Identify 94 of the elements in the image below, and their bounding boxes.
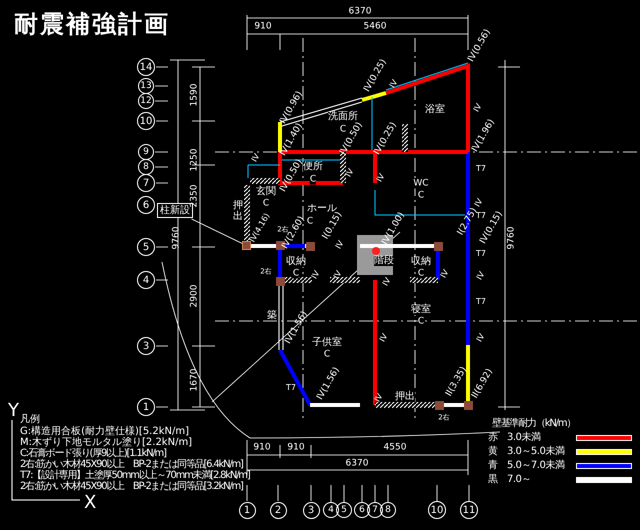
callout-box: 柱新設	[157, 203, 193, 218]
wall-strength-label: Y	[8, 402, 19, 420]
room-label: C	[418, 318, 424, 326]
room-label: 便所	[303, 162, 323, 172]
grid-bubble: 6	[354, 502, 370, 518]
grid-bubble: 2	[270, 502, 286, 518]
wall-strength-label: IV	[374, 392, 384, 404]
room-label: C	[324, 350, 330, 360]
room-label: 洗面所	[328, 112, 358, 122]
room-label: C	[306, 218, 314, 226]
room-label: 収納	[411, 257, 431, 267]
legend-text: 黄 3.0～5.0未満	[488, 447, 564, 457]
room-label: 浴室	[425, 105, 445, 115]
wall-strength-label: 凡例	[20, 415, 40, 425]
wall-strength-label: IV	[250, 152, 262, 164]
room-label: 押出	[395, 392, 415, 402]
grid-bubble: 11	[460, 501, 478, 519]
room-label: C	[310, 176, 316, 184]
grid-bubble: 14	[137, 58, 155, 76]
dimension-label: 5460	[364, 22, 386, 32]
wall-strength-label: IV	[474, 198, 484, 208]
dimension-label: 1670	[190, 368, 200, 392]
dimension-label: 6370	[346, 460, 368, 468]
dimension-label: 6370	[348, 8, 372, 16]
grid-bubble: 8	[138, 159, 154, 175]
wall-strength-label: IV	[332, 270, 344, 280]
wall-strength-label: IV	[344, 168, 356, 178]
dimension-label: 2900	[190, 284, 200, 308]
legend-text: T7:【設計専用】土塗厚50mm以上～70mm未満[2.8kN/m]	[20, 471, 250, 481]
wall-strength-label: IV	[476, 270, 486, 282]
room-label: ホール	[307, 204, 337, 214]
grid-bubble: 8	[380, 502, 396, 518]
wall-strength-label: IV	[376, 172, 386, 184]
dimension-label: 9760	[172, 226, 182, 250]
legend-text: 青 5.0～7.0未満	[488, 461, 564, 471]
wall-strength-label: T7	[286, 384, 296, 392]
legend-title: M:木ずり下地モルタル塗り[2.2kN/m]	[20, 438, 192, 448]
grid-bubble: 4	[137, 271, 155, 289]
wall-strength-label: T7	[476, 250, 486, 258]
room-label: 収納	[286, 257, 306, 267]
grid-bubble: 9	[138, 144, 154, 160]
grid-bubble: 5	[137, 238, 155, 256]
wall-strength-label: IV	[334, 240, 346, 250]
dimension-label: 910	[253, 444, 271, 452]
wall-strength-label: IV	[310, 270, 322, 280]
legend-text: 2右:筋かい木材45X90以上 BP-2または同等品[3.2kN/m]	[20, 482, 243, 492]
dimension-label: 1590	[190, 84, 200, 106]
legend-text: 黒 7.0～	[488, 475, 531, 485]
grid-bubble: 10	[137, 112, 155, 130]
wall-strength-label: T7	[476, 165, 486, 173]
axis-label: G:構造用合板(耐力壁仕様)[5.2kN/m]	[20, 427, 190, 437]
room-label: 階段	[374, 256, 394, 266]
diagram-title: 耐震補強計画	[14, 8, 170, 40]
room-label: WC	[413, 180, 429, 188]
legend-text: 赤 3.0未満	[488, 433, 540, 443]
grid-bubble: 6	[137, 196, 155, 214]
room-label: C	[418, 270, 424, 278]
room-label: 押出	[233, 200, 243, 222]
dimension-label: 9760	[508, 226, 516, 250]
grid-bubble: 10	[428, 501, 446, 519]
grid-bubble: 3	[302, 502, 320, 518]
room-label: 玄関	[256, 187, 276, 197]
legend-text: 壁基準耐力（kN/m）	[492, 419, 576, 429]
grid-bubble: 1	[137, 398, 155, 416]
wall-strength-label: IV	[440, 268, 450, 280]
wall-strength-label: IV	[378, 332, 390, 344]
column-marker	[242, 241, 251, 250]
wall-strength-label: IV	[476, 332, 486, 344]
room-label: 子供室	[312, 338, 342, 348]
grid-bubble: 4	[323, 502, 339, 518]
room-label: C	[418, 192, 424, 200]
wall-strength-label: IV	[382, 276, 392, 288]
wall-strength-label: T7	[476, 298, 486, 306]
dimension-label: 910	[254, 22, 272, 32]
room-label: 寝室	[411, 305, 431, 315]
grid-bubble: 12	[138, 93, 154, 109]
legend-text: 2右:筋かい木材45X90以上 BP-2または同等品[6.4kN/m]	[20, 460, 243, 470]
room-label: C	[262, 200, 270, 208]
wall-strength-label: IV	[472, 102, 484, 114]
legend-text: C:石膏ボード張り(厚9以上)[1.1kN/m]	[20, 449, 166, 459]
wall-strength-label: IV	[388, 78, 400, 90]
dimension-label: 4550	[384, 444, 406, 452]
dimension-label: 1250	[190, 148, 200, 172]
grid-bubble: 1	[238, 502, 256, 518]
grid-bubble: 7	[367, 502, 383, 518]
leader-line	[191, 218, 242, 244]
wall-strength-label: 築	[267, 311, 277, 321]
grid-bubble: 5	[336, 502, 352, 518]
legend-text: X	[84, 494, 96, 512]
grid-bubble: 13	[138, 78, 154, 94]
grid-bubble: 7	[137, 174, 155, 192]
grid-bubble: 3	[137, 337, 155, 355]
dimension-label: 910	[287, 444, 305, 452]
room-label: C	[292, 270, 300, 278]
